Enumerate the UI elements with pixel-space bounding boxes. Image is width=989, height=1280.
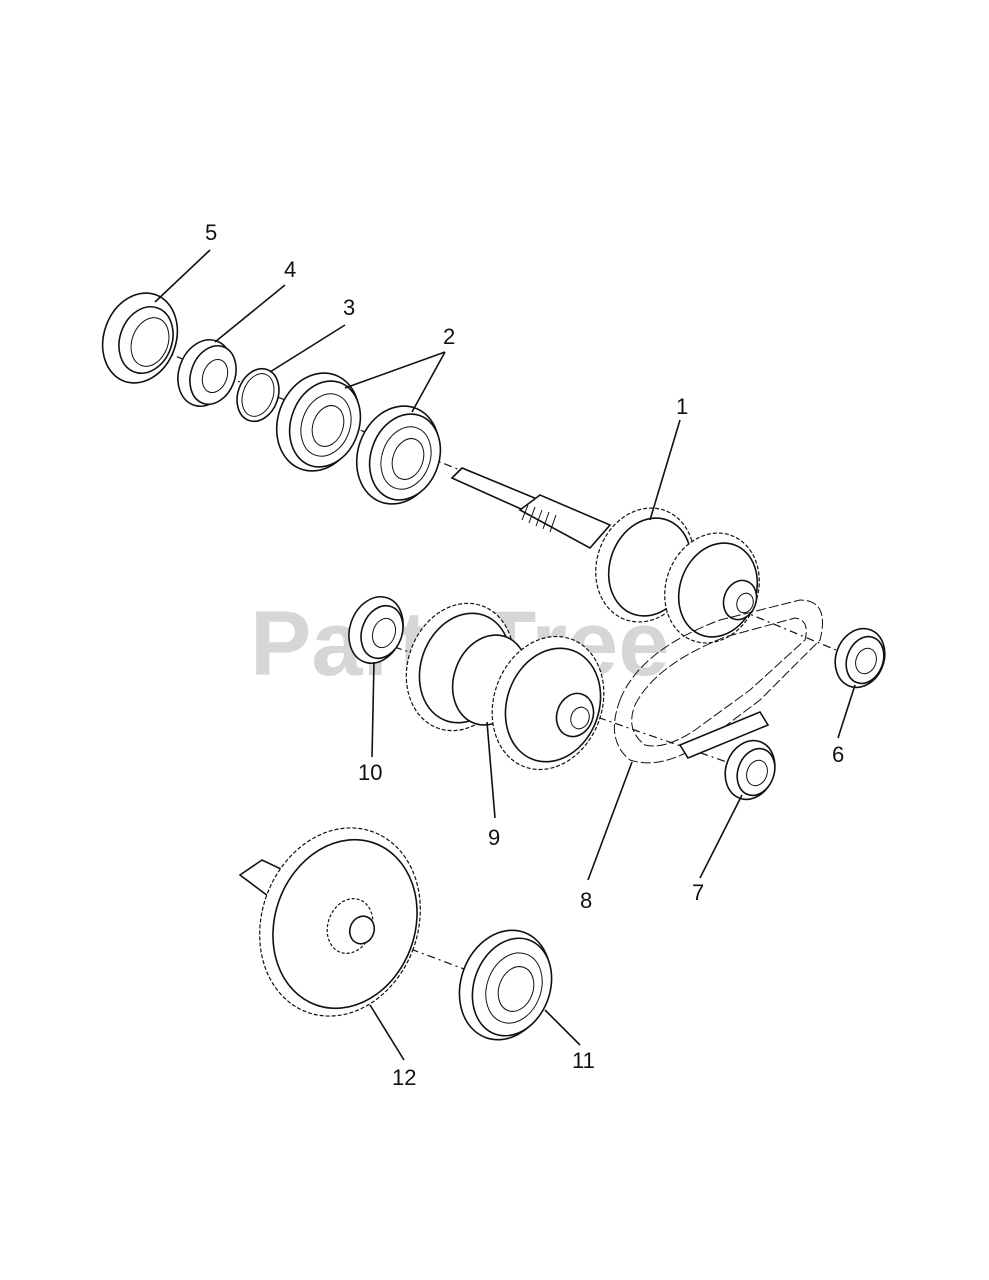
part-7-bearing[interactable] bbox=[717, 734, 783, 807]
callout-7: 7 bbox=[692, 880, 704, 905]
lower-axis-line bbox=[359, 929, 521, 991]
callout-4: 4 bbox=[284, 257, 296, 282]
part-9-gear-cluster[interactable] bbox=[389, 588, 622, 785]
part-4-collar[interactable] bbox=[169, 332, 244, 414]
part-11-bearing[interactable] bbox=[445, 917, 566, 1052]
part-10-bearing[interactable] bbox=[340, 589, 412, 671]
part-3-snap-ring[interactable] bbox=[230, 363, 286, 427]
part-2-bearing-a[interactable] bbox=[263, 361, 372, 482]
callout-3: 3 bbox=[343, 295, 355, 320]
spline-section bbox=[521, 504, 557, 533]
callout-1: 1 bbox=[676, 394, 688, 419]
callout-6: 6 bbox=[832, 742, 844, 767]
callout-11: 11 bbox=[572, 1048, 595, 1073]
callout-2: 2 bbox=[443, 324, 455, 349]
callout-9: 9 bbox=[488, 825, 500, 850]
leader-lines bbox=[154, 249, 856, 1061]
part-2-bearing-b[interactable] bbox=[343, 394, 452, 515]
part-6-bearing[interactable] bbox=[827, 622, 893, 695]
part-12-large-gear[interactable] bbox=[234, 805, 446, 1039]
part-1-main-shaft[interactable] bbox=[450, 467, 774, 656]
part-8-chain[interactable] bbox=[613, 599, 823, 764]
callout-5: 5 bbox=[205, 220, 217, 245]
callout-8: 8 bbox=[580, 888, 592, 913]
callout-10: 10 bbox=[358, 760, 382, 785]
part-5-seal[interactable] bbox=[90, 282, 189, 393]
callout-12: 12 bbox=[392, 1065, 416, 1090]
